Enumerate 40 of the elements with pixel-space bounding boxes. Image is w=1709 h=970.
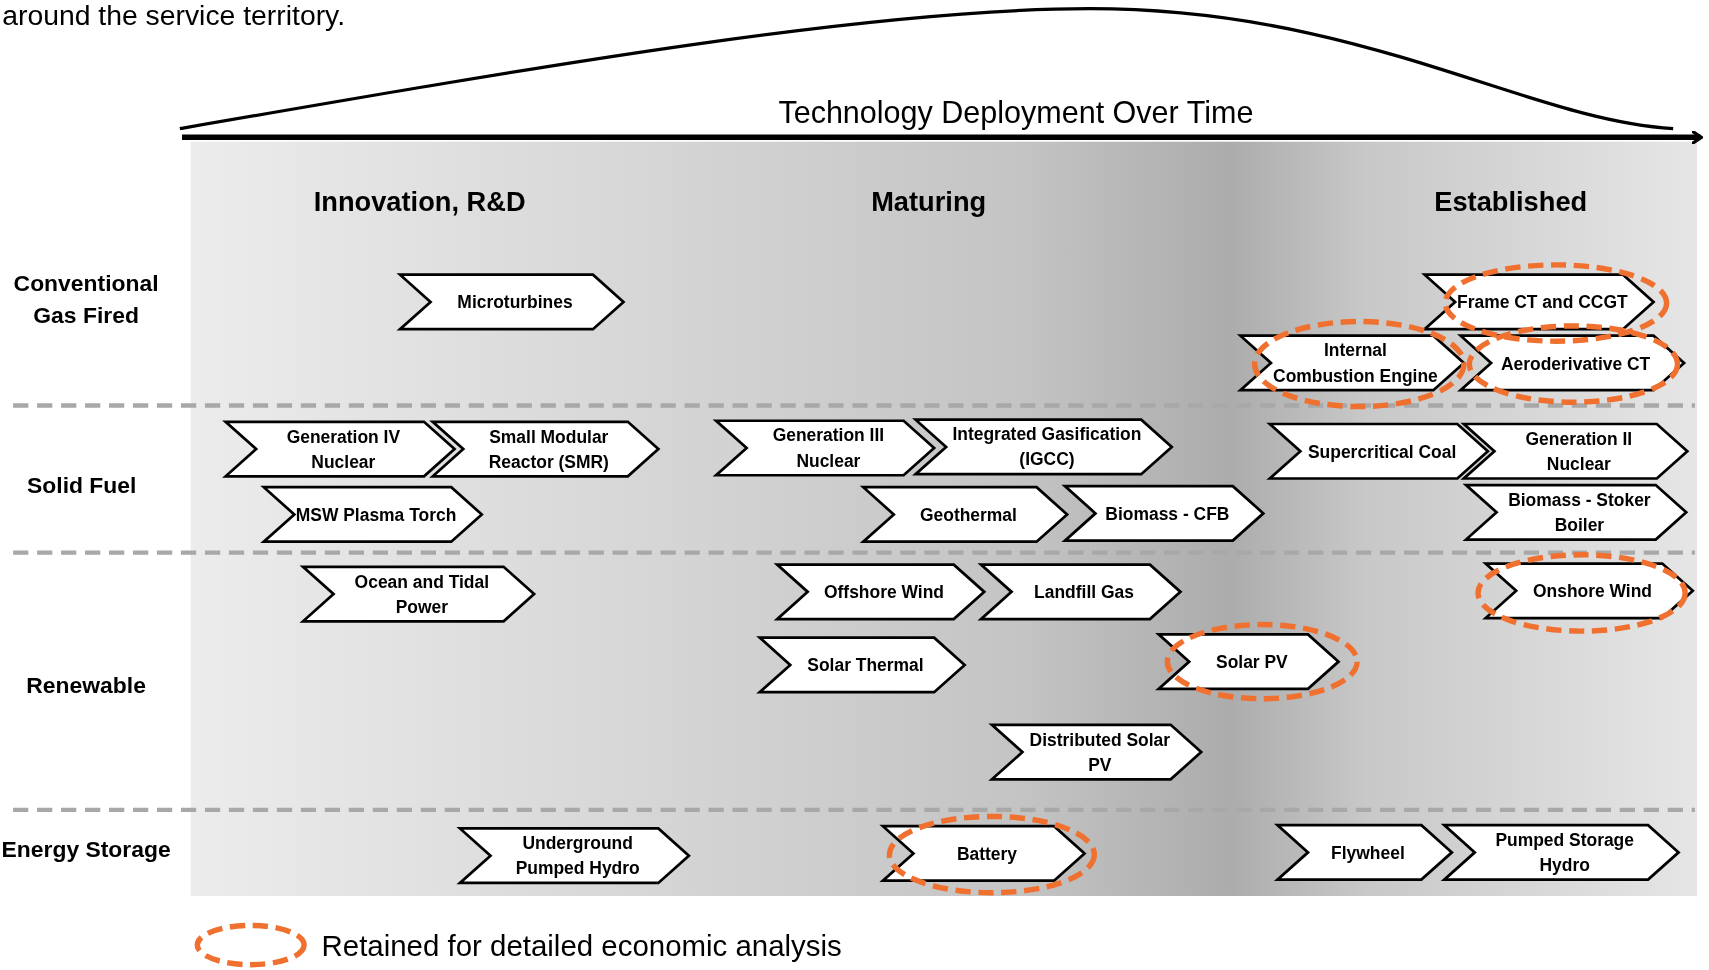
node-label: Solar PV xyxy=(1216,651,1288,673)
row-label: Energy Storage xyxy=(0,835,172,864)
node-label: Ocean and Tidal Power xyxy=(353,571,490,618)
row-label: Conventional Gas Fired xyxy=(12,269,160,330)
column-header: Innovation, R&D xyxy=(312,185,527,219)
column-header: Established xyxy=(1433,185,1589,219)
node-label: Generation II Nuclear xyxy=(1524,428,1634,476)
node-label: Onshore Wind xyxy=(1533,580,1652,603)
legend-text: Retained for detailed economic analysis xyxy=(321,928,842,965)
row-label: Renewable xyxy=(25,671,147,700)
dashed-ellipse-marker xyxy=(1441,260,1671,346)
node-label: Distributed Solar PV xyxy=(1028,729,1172,776)
node-label: Flywheel xyxy=(1331,842,1405,865)
node-label: Battery xyxy=(956,843,1018,866)
node-label: Biomass - CFB xyxy=(1105,503,1230,525)
dashed-ellipse-marker xyxy=(1473,550,1690,636)
node-label: Frame CT and CCGT xyxy=(1457,291,1628,314)
node-label: Aeroderivative CT xyxy=(1500,352,1651,375)
body-text: around the service territory. xyxy=(2,0,347,34)
node-label: Supercritical Coal xyxy=(1307,441,1457,464)
node-label: Solar Thermal xyxy=(807,654,924,677)
node-label: Generation III Nuclear xyxy=(771,425,886,472)
dashed-ellipse-marker xyxy=(1464,321,1682,407)
node-label: Biomass - Stoker Boiler xyxy=(1507,489,1652,537)
row-label: Solid Fuel xyxy=(26,470,138,500)
axis-title: Technology Deployment Over Time xyxy=(777,94,1255,132)
node-label: Pumped Storage Hydro xyxy=(1494,829,1635,877)
node-label: Underground Pumped Hydro xyxy=(514,832,641,880)
node-label: Landfill Gas xyxy=(1034,581,1134,604)
node-label: Small Modular Reactor (SMR) xyxy=(487,426,610,474)
node-label: MSW Plasma Torch xyxy=(295,504,457,526)
column-header: Maturing xyxy=(870,185,988,219)
dashed-ellipse-marker xyxy=(1250,317,1469,411)
node-label: Offshore Wind xyxy=(824,581,944,604)
node-label: Integrated Gasification (IGCC) xyxy=(951,424,1143,471)
node-label: Generation IV Nuclear xyxy=(285,426,402,473)
dashed-ellipse-marker xyxy=(1163,620,1362,704)
node-label: Geothermal xyxy=(920,504,1017,526)
dashed-ellipse-marker xyxy=(885,812,1099,898)
node-label: Internal Combustion Engine xyxy=(1272,340,1439,388)
